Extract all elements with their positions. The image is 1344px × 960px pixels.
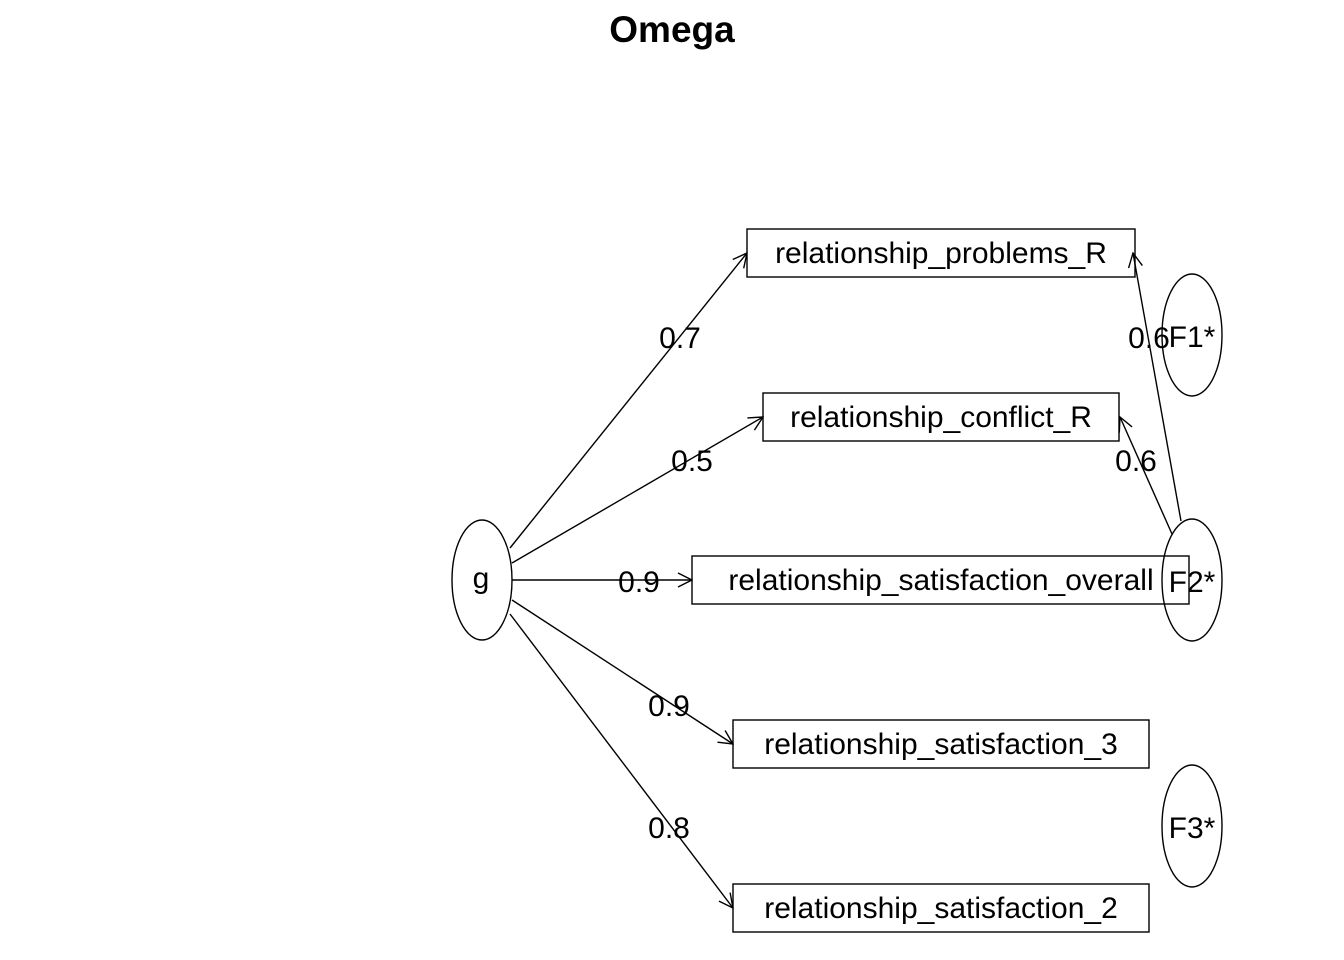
loading-g-sat3: 0.9: [648, 690, 690, 723]
loading-g-overall: 0.9: [618, 566, 660, 599]
loading-f2-problems: 0.6: [1128, 322, 1170, 355]
item-label-overall: relationship_satisfaction_overall: [728, 564, 1153, 597]
edge-g-conflict: [511, 417, 763, 564]
item-box-overall: [691, 555, 1190, 605]
group-factor-f1-label: F1*: [1169, 321, 1216, 354]
item-label-problems: relationship_problems_R: [775, 237, 1107, 270]
group-factor-f3-node: [1161, 764, 1223, 888]
loading-g-sat2: 0.8: [648, 812, 690, 845]
diagram-title: Omega: [609, 9, 735, 50]
group-factor-f2-node: [1161, 518, 1223, 642]
item-box-sat3: [732, 719, 1150, 769]
item-label-sat2: relationship_satisfaction_2: [764, 892, 1118, 925]
general-factor-label: g: [473, 562, 490, 595]
general-factor-node: [451, 519, 513, 641]
item-box-sat2: [732, 883, 1150, 933]
edge-g-sat2: [509, 613, 733, 908]
group-factor-f2-label: F2*: [1169, 566, 1216, 599]
edge-g-problems: [509, 253, 747, 549]
loading-f2-conflict: 0.6: [1115, 445, 1157, 478]
group-factor-f1-node: [1161, 273, 1223, 397]
group-factor-f3-label: F3*: [1169, 812, 1216, 845]
item-box-problems: [746, 228, 1136, 278]
loading-g-problems: 0.7: [659, 322, 701, 355]
edge-f2-problems: [1133, 253, 1182, 522]
edge-f2-conflict: [1120, 417, 1173, 535]
item-label-conflict: relationship_conflict_R: [790, 401, 1092, 434]
loading-g-conflict: 0.5: [671, 445, 713, 478]
edge-g-sat3: [511, 599, 733, 744]
item-box-conflict: [762, 392, 1120, 442]
item-label-sat3: relationship_satisfaction_3: [764, 728, 1118, 761]
